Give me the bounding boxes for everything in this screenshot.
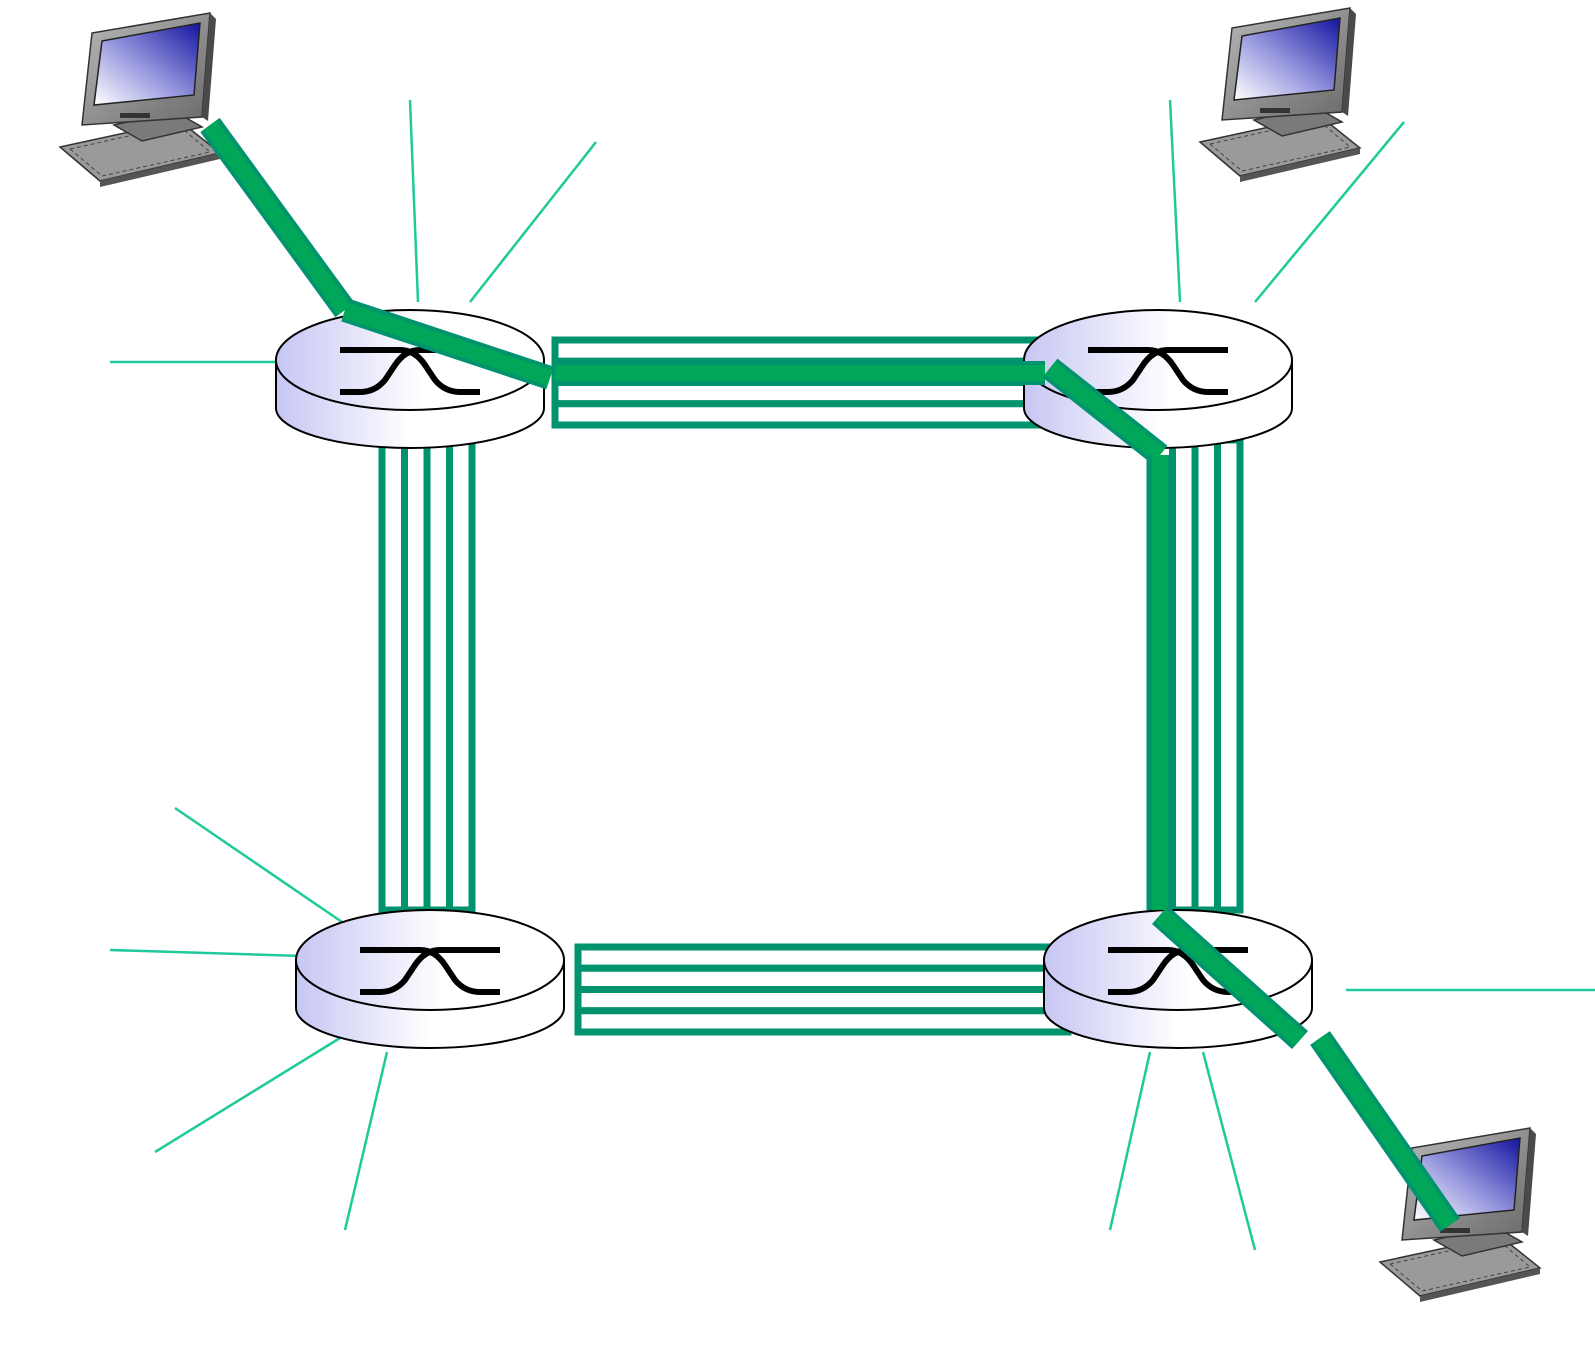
circuit-slot	[1214, 436, 1244, 914]
access-line	[1108, 1051, 1152, 1231]
circuit-path-segment-fill	[1045, 361, 1165, 462]
circuit-slot	[574, 1007, 1072, 1036]
trunk-link-bottom	[574, 943, 1072, 1036]
circuit-path-segment-fill	[1154, 909, 1306, 1046]
circuit-path-segment-fill	[203, 120, 352, 315]
circuit-slot	[551, 400, 1049, 429]
access-line	[174, 806, 343, 924]
trunk-link-left	[378, 436, 476, 914]
circuit-path-segment-fill	[342, 302, 553, 386]
access-lines	[109, 99, 1595, 1251]
desktop-computer-icon	[59, 12, 221, 188]
hosts	[59, 7, 1541, 1303]
circuit-path-segment-fill	[1313, 1033, 1457, 1230]
circuit-slot	[446, 436, 476, 914]
access-line	[154, 1036, 341, 1154]
circuit-switch-icon	[296, 910, 564, 1048]
end-to-end-circuit	[200, 117, 1460, 1232]
access-line	[469, 141, 597, 303]
access-line	[343, 1051, 389, 1231]
desktop-computer-icon	[1199, 7, 1361, 183]
access-line	[109, 948, 303, 958]
access-line	[1254, 121, 1405, 303]
access-line	[1168, 99, 1182, 303]
access-line	[1201, 1051, 1257, 1251]
access-line	[408, 99, 420, 303]
